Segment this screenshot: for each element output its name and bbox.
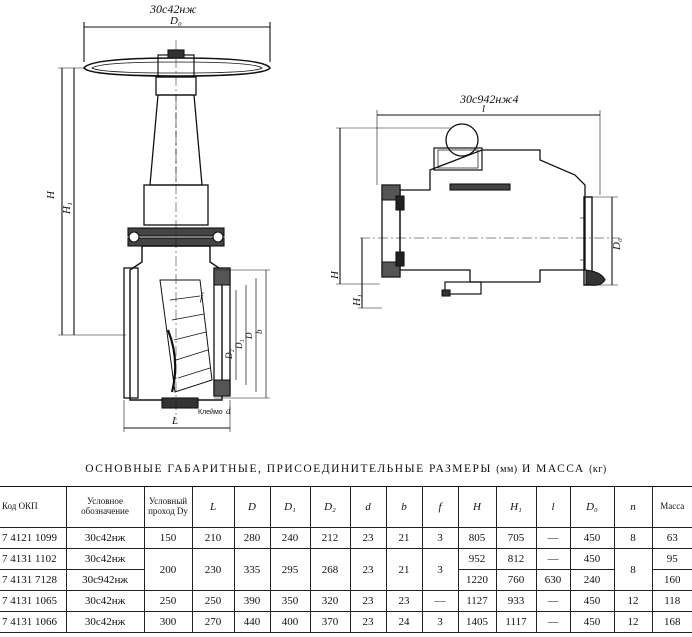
- label-h-right: H: [329, 270, 341, 280]
- left-title: 30с42нж: [149, 2, 196, 16]
- table-row: 7 4121 1099 30с42нж 150 210 280 240 212 …: [0, 527, 692, 549]
- label-h1-right: H₁: [351, 294, 363, 307]
- col-b: b: [385, 486, 423, 528]
- table-row: 7 4131 1065 30с42нж 250 250 390 350 320 …: [0, 590, 692, 612]
- stamp-label: Клеймо: [198, 408, 223, 416]
- technical-drawing: 30с42нж D₀ Клеймо: [45, 2, 623, 432]
- table-header-row: Код ОКП Условное обозначение Условный пр…: [0, 486, 692, 528]
- table-row: 7 4131 1102 30с42нж 200 230 335 295 268 …: [0, 548, 692, 591]
- label-l-right: l: [482, 103, 485, 115]
- right-valve-view: 30с942нж4 l D₀: [329, 92, 623, 309]
- label-l-left: L: [171, 415, 178, 427]
- col-okp: Код ОКП: [0, 486, 67, 528]
- col-D1: D₁: [269, 486, 311, 528]
- col-H: H: [457, 486, 497, 528]
- col-L: L: [191, 486, 235, 528]
- label-d2-left: D₂: [224, 349, 234, 360]
- label-h-left: H: [45, 190, 57, 200]
- col-d: d: [349, 486, 387, 528]
- caption-and: И МАССА: [521, 463, 585, 475]
- caption-units-mm: (мм): [496, 464, 518, 475]
- col-D: D: [233, 486, 271, 528]
- table-caption: ОСНОВНЫЕ ГАБАРИТНЫЕ, ПРИСОЕДИНИТЕЛЬНЫЕ Р…: [0, 463, 692, 475]
- col-f: f: [421, 486, 459, 528]
- label-d-left: D: [244, 332, 254, 340]
- caption-main: ОСНОВНЫЕ ГАБАРИТНЫЕ, ПРИСОЕДИНИТЕЛЬНЫЕ Р…: [85, 463, 492, 475]
- col-designation: Условное обозначение: [65, 486, 145, 528]
- label-d0-right: D₀: [611, 238, 623, 251]
- label-d0-left: D₀: [169, 15, 182, 27]
- caption-units-kg: (кг): [589, 464, 607, 475]
- label-f: f: [200, 292, 204, 303]
- label-b-left: b: [254, 329, 264, 334]
- col-n: n: [613, 486, 653, 528]
- col-mass: Масса: [651, 486, 692, 528]
- label-d1-left: D₁: [234, 339, 244, 350]
- table-row: 7 4131 7128 30с942нж 1220 760 630 240 16…: [0, 569, 692, 591]
- col-H1: H₁: [495, 486, 537, 528]
- col-dn: Условный проход Dу: [143, 486, 193, 528]
- dimensions-table: Код ОКП Условное обозначение Условный пр…: [0, 486, 692, 633]
- col-D0: D₀: [569, 486, 615, 528]
- left-valve-view: 30с42нж D₀ Клеймо: [45, 2, 271, 432]
- label-h1-left: H₁: [61, 202, 73, 215]
- right-title: 30с942нж4: [459, 92, 518, 106]
- table-row: 7 4131 1066 30с42нж 300 270 440 400 370 …: [0, 611, 692, 633]
- col-D2: D₂: [309, 486, 351, 528]
- col-l: l: [535, 486, 571, 528]
- label-d-small: d: [226, 406, 231, 416]
